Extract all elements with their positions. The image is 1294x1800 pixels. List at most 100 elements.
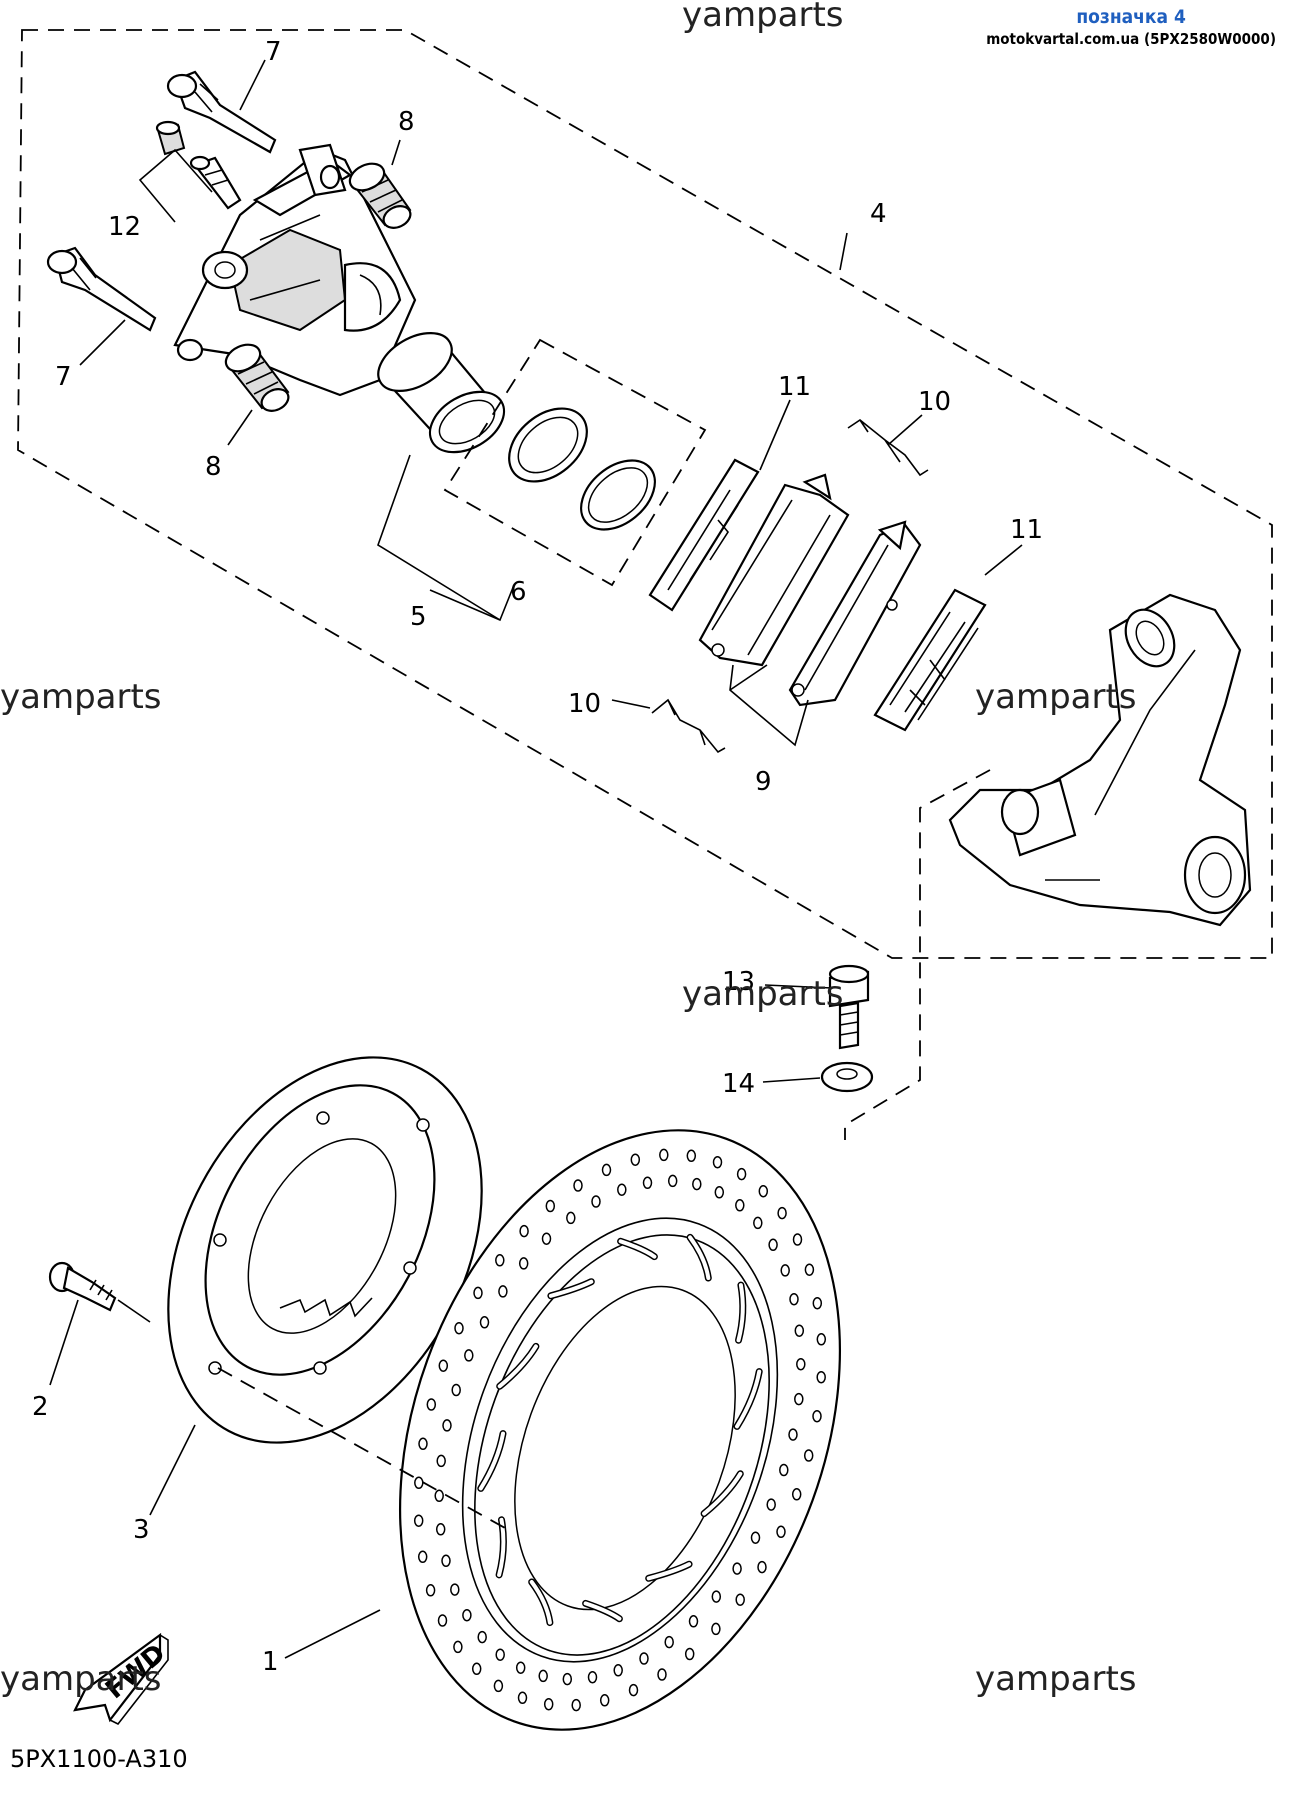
pad-spring-lower (651, 698, 726, 754)
disc-hole (630, 1153, 641, 1166)
disc-hole (450, 1583, 460, 1596)
disc-hole (414, 1476, 424, 1490)
disc-hole (684, 1647, 695, 1661)
leader-lines (49, 59, 1023, 1659)
callout-11-left: 11 (778, 372, 811, 402)
disc-slots (477, 1233, 763, 1627)
washer (820, 1061, 874, 1093)
disc-hole (791, 1488, 802, 1501)
watermark-center: yamparts (682, 974, 844, 1014)
watermark-right: yamparts (975, 677, 1137, 717)
disc-hole (601, 1163, 612, 1177)
disc-hole (543, 1697, 554, 1711)
brake-pad-left (698, 473, 850, 667)
callout-5: 5 (410, 602, 427, 632)
disc-hole (711, 1622, 721, 1636)
slide-pin-lower (46, 246, 157, 332)
brake-disc (399, 1129, 841, 1731)
rotor-hub-plate (167, 1056, 483, 1444)
disc-hole (735, 1199, 745, 1212)
disc-hole (438, 1359, 449, 1372)
bracket-bolt-leader (844, 769, 991, 1140)
disc-hole (776, 1525, 786, 1539)
disc-hole (812, 1296, 823, 1310)
callout-14: 14 (722, 1069, 755, 1099)
disc-slot (497, 1344, 538, 1389)
disc-hole (628, 1683, 639, 1697)
disc-hole (571, 1698, 581, 1712)
disc-mounting-bolt (48, 1261, 117, 1312)
disc-drill-holes (413, 1148, 827, 1712)
disc-hole (816, 1333, 827, 1346)
callout-4: 4 (870, 199, 887, 229)
disc-hole (562, 1672, 573, 1686)
disc-hole (736, 1167, 747, 1181)
disc-hole (591, 1195, 601, 1208)
disc-hole (471, 1662, 482, 1676)
disc-hole (417, 1550, 428, 1564)
disc-hole (442, 1419, 452, 1432)
brake-pad-right (788, 520, 922, 707)
disc-slot (478, 1431, 505, 1491)
diagram-code: 5PX1100-A310 (10, 1745, 188, 1773)
disc-hole (453, 1640, 463, 1654)
callout-10-lower: 10 (568, 689, 601, 719)
disc-hole (495, 1254, 505, 1267)
callout-12: 12 (108, 212, 141, 242)
disc-slot (736, 1283, 745, 1343)
disc-hole (454, 1321, 464, 1335)
disc-slot (548, 1279, 594, 1298)
disc-hole (732, 1562, 742, 1575)
disc-hole (780, 1264, 790, 1277)
caliper-body (173, 143, 417, 397)
dust-boot-lower (224, 343, 290, 412)
source-header: позначка 4 motokvartal.com.ua (5PX2580W0… (986, 6, 1276, 48)
caliper-bracket (948, 593, 1252, 927)
disc-hole (477, 1630, 487, 1644)
callout-numbers: 7 8 12 7 8 4 5 6 11 10 11 10 9 13 14 2 3… (32, 37, 1043, 1677)
caliper-assembly-outline (17, 29, 1273, 959)
disc-slot (618, 1239, 657, 1259)
disc-hole (573, 1179, 583, 1192)
watermark-top: yamparts (682, 0, 844, 35)
disc-hole (766, 1498, 776, 1511)
disc-hole (617, 1183, 627, 1196)
disc-hole (495, 1648, 505, 1661)
disc-hole (518, 1257, 529, 1270)
disc-hole (757, 1560, 767, 1574)
seal-kit-box (443, 338, 707, 587)
disc-hole (545, 1199, 556, 1213)
disc-hole (753, 1216, 763, 1230)
disc-hole (659, 1148, 669, 1162)
disc-hole (541, 1232, 552, 1245)
disc-hole (479, 1316, 490, 1329)
disc-hole (804, 1263, 815, 1276)
callout-13: 13 (722, 967, 755, 997)
callout-2: 2 (32, 1392, 49, 1422)
watermark-left: yamparts (0, 677, 162, 717)
part-label-link[interactable]: позначка 4 (1076, 6, 1186, 28)
disc-hole (735, 1593, 745, 1606)
disc-slot (702, 1471, 743, 1516)
disc-slot (583, 1601, 622, 1621)
watermark-bottom-right: yamparts (975, 1659, 1137, 1699)
pad-shim-right (873, 588, 987, 732)
disc-hole (768, 1238, 778, 1252)
disc-hole (692, 1177, 702, 1191)
bleed-screw-and-cap (155, 120, 242, 210)
disc-hole (425, 1584, 436, 1597)
source-caption: motokvartal.com.ua (5PX2580W0000) (986, 30, 1276, 48)
disc-hole (538, 1669, 548, 1683)
disc-hole (794, 1324, 805, 1337)
callout-3: 3 (133, 1515, 150, 1545)
disc-hole (642, 1176, 653, 1190)
disc-hole (441, 1554, 451, 1568)
disc-hole (816, 1370, 826, 1384)
disc-hole (711, 1590, 722, 1603)
callout-9: 9 (755, 767, 772, 797)
disc-hole (435, 1523, 446, 1536)
disc-hole (686, 1149, 697, 1163)
disc-slot (688, 1235, 711, 1280)
disc-hole (712, 1155, 723, 1169)
